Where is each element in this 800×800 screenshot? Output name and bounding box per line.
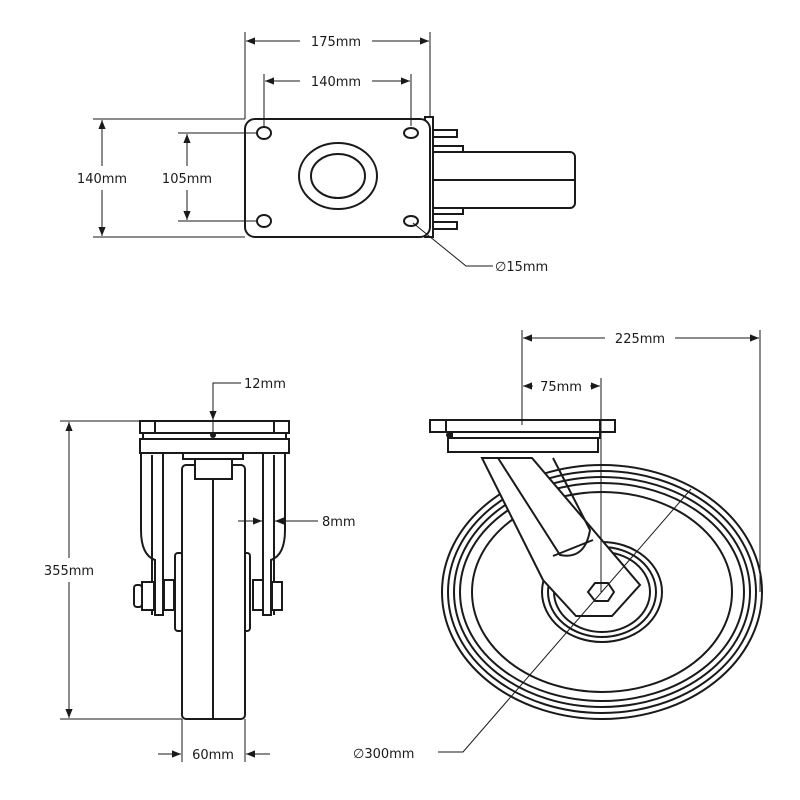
dim-hole-diameter: ∅15mm xyxy=(495,260,548,275)
front-view: 12mm 355mm 8mm 60mm xyxy=(44,377,356,763)
mount-hole xyxy=(403,127,419,139)
mount-hole xyxy=(403,215,419,227)
dim-wheel-width: 60mm xyxy=(192,748,234,763)
side-view: 225mm 75mm ∅300mm xyxy=(353,330,763,762)
dim-hole-spacing-x: 140mm xyxy=(311,75,361,90)
dim-plate-width: 175mm xyxy=(311,35,361,50)
dim-plate-length: 140mm xyxy=(77,172,127,187)
top-plate xyxy=(244,118,431,238)
dim-hole-spacing-y: 105mm xyxy=(162,172,212,187)
dim-wheel-diameter: ∅300mm xyxy=(353,747,414,762)
dim-offset: 75mm xyxy=(540,380,582,395)
top-view: 175mm 140mm 140mm 105mm ∅15mm xyxy=(77,32,576,275)
dim-overall-height: 355mm xyxy=(44,564,94,579)
dim-swivel-radius: 225mm xyxy=(615,332,665,347)
dim-fork-thickness: 8mm xyxy=(322,515,356,530)
kingpin-ring xyxy=(298,142,378,210)
dim-plate-thickness: 12mm xyxy=(244,377,286,392)
